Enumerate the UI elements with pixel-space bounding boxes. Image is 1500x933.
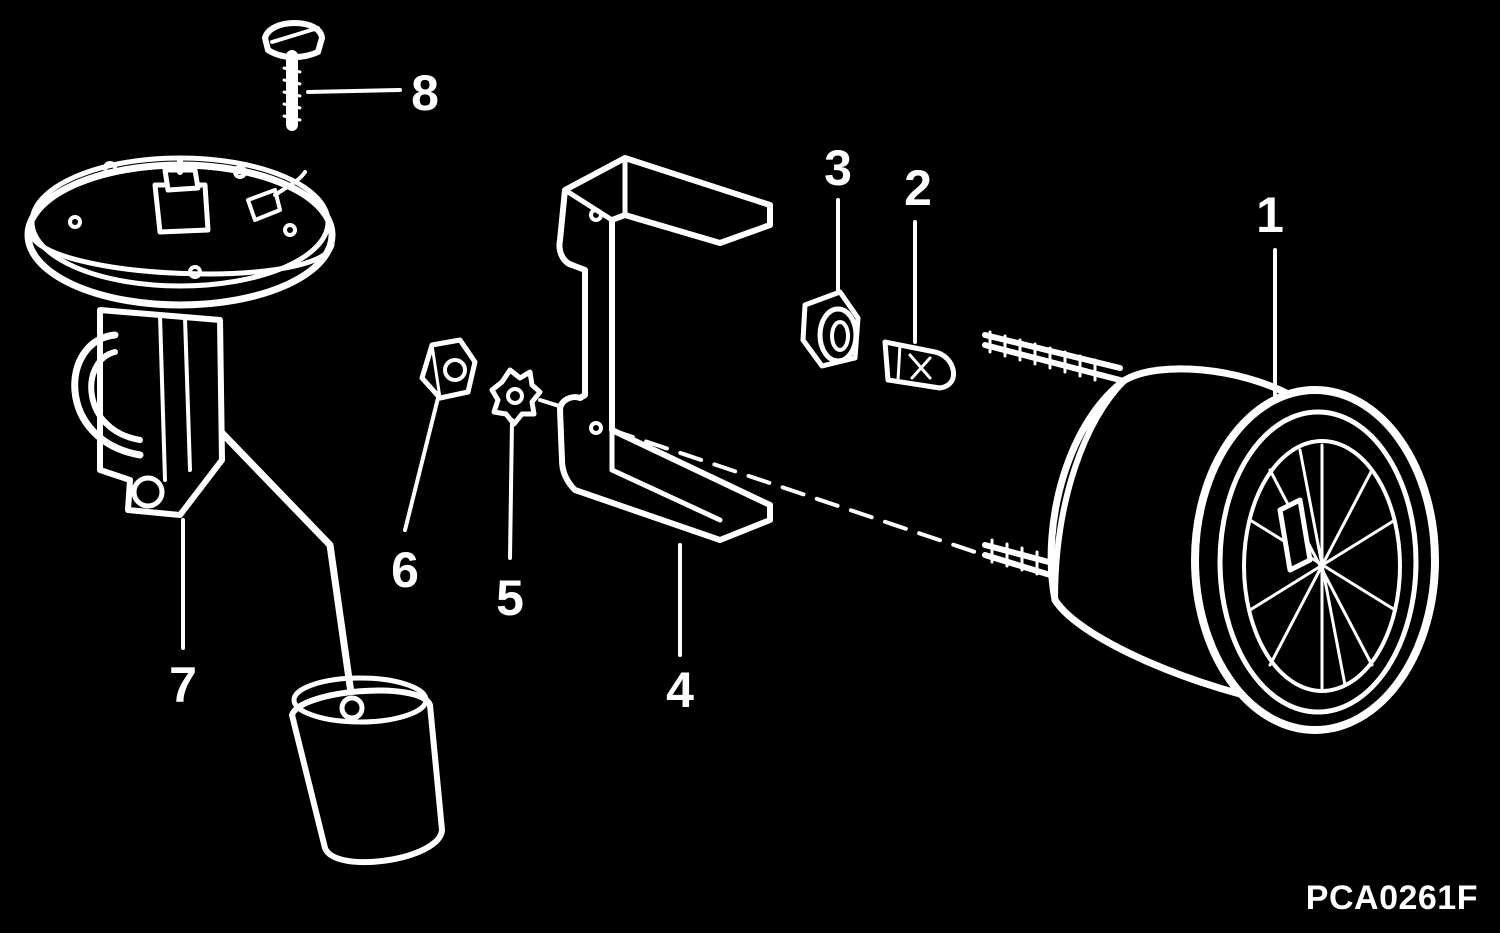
figure-code: PCA0261F	[1305, 879, 1478, 917]
bracket-icon	[556, 155, 773, 543]
part-label-3: 3	[824, 140, 852, 196]
part-label-8: 8	[411, 65, 439, 121]
nut-icon	[419, 337, 478, 401]
part-label-1: 1	[1256, 187, 1284, 243]
bulb-icon	[882, 339, 957, 391]
part-label-7: 7	[169, 657, 197, 713]
bulb-socket-icon	[800, 289, 861, 369]
fuel-sender-unit-icon	[24, 155, 445, 866]
part-label-5: 5	[496, 570, 524, 626]
part-label-6: 6	[391, 542, 419, 598]
part-label-4: 4	[666, 662, 694, 718]
screw-icon	[262, 20, 325, 131]
leader-lines	[181, 88, 1277, 657]
part-label-2: 2	[904, 160, 932, 216]
lock-washer-icon	[489, 367, 543, 427]
gauge-icon	[982, 330, 1439, 734]
alignment-lines	[538, 398, 977, 554]
